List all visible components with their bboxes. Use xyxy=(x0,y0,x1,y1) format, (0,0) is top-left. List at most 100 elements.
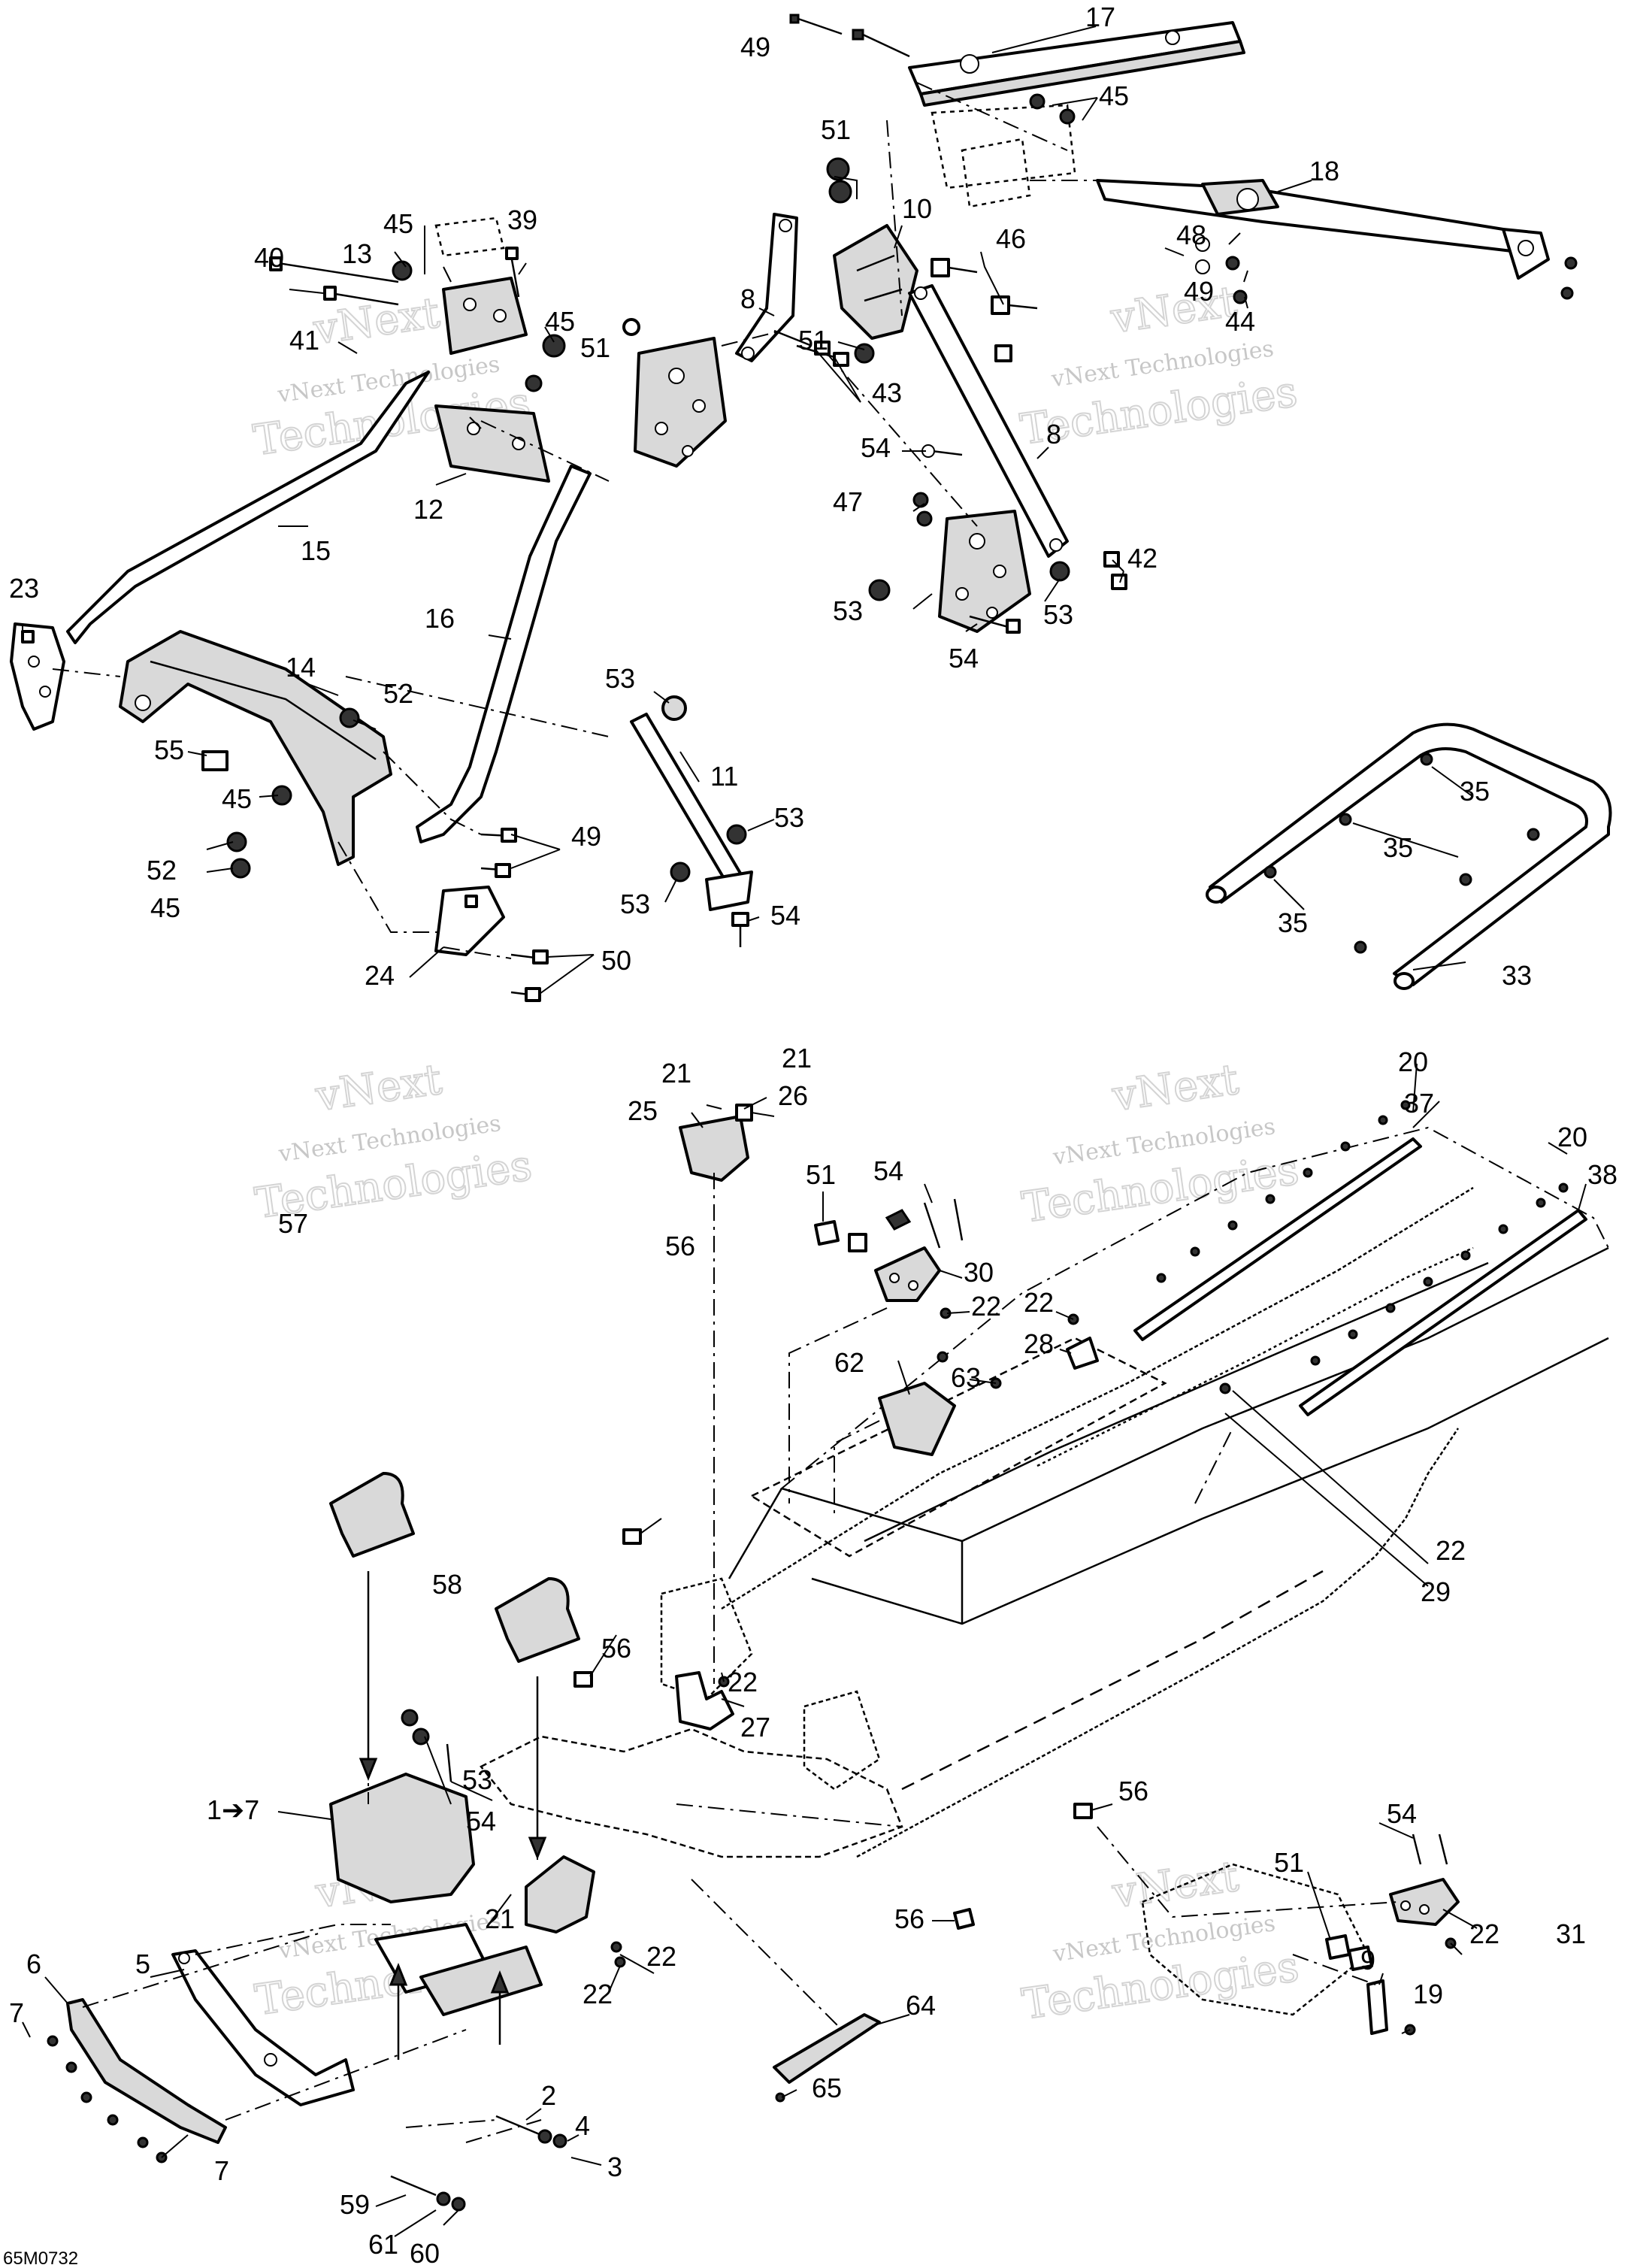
plate-13 xyxy=(434,217,528,355)
callout-20: 20 xyxy=(1557,1122,1587,1152)
watermark-bottom-right: vNext vNext Technologies Technologies xyxy=(1018,1852,1303,2030)
bracket-10 xyxy=(833,224,918,340)
callout-10: 10 xyxy=(902,193,932,224)
callout-29: 29 xyxy=(1421,1576,1451,1607)
plate-12 xyxy=(434,404,550,483)
callout-31: 31 xyxy=(1556,1918,1586,1949)
callout-44: 44 xyxy=(1225,306,1255,337)
callout-51: 51 xyxy=(806,1159,836,1190)
callout-28: 28 xyxy=(1024,1328,1054,1359)
callout-53: 53 xyxy=(462,1764,492,1795)
callout-4: 4 xyxy=(575,2110,590,2141)
handle-33 xyxy=(1206,722,1612,990)
callout-56: 56 xyxy=(1118,1776,1148,1806)
callout-45: 45 xyxy=(1099,80,1129,111)
rod-11 xyxy=(630,695,753,947)
lower-bar-18 xyxy=(1096,179,1550,280)
callout-15: 15 xyxy=(301,535,331,566)
callout-35: 35 xyxy=(1278,907,1308,938)
watermark-mid-right: vNext vNext Technologies Technologies xyxy=(1018,1055,1303,1234)
callout-54: 54 xyxy=(466,1806,496,1837)
callout-7: 7 xyxy=(9,1997,24,2028)
callout-30: 30 xyxy=(964,1257,994,1288)
callout-45: 45 xyxy=(222,783,252,814)
diagram-code: 65M0732 xyxy=(3,2248,78,2268)
callout-labels: 17 49 45 51 18 10 46 8 51 43 51 8 54 47 … xyxy=(3,2,1617,2268)
leader-lines xyxy=(22,26,1587,2237)
callout-22: 22 xyxy=(971,1291,1001,1322)
block-58 xyxy=(495,1577,580,1663)
bracket-30 xyxy=(874,1246,941,1302)
watermark-vnext: vNext xyxy=(1109,1055,1242,1122)
fasteners-lower xyxy=(47,1198,1457,2212)
frame-16 xyxy=(416,465,592,843)
watermark-vnext: vNext xyxy=(1107,277,1240,344)
callout-22: 22 xyxy=(1436,1535,1466,1566)
front-suspension-area xyxy=(480,1577,903,1858)
callout-53: 53 xyxy=(1043,599,1073,630)
bracket-under-17 xyxy=(931,104,1076,208)
callout-7: 7 xyxy=(214,2155,229,2186)
callout-23: 23 xyxy=(9,573,39,604)
watermark-vnext: vNext xyxy=(312,1055,445,1122)
rail-37 xyxy=(1133,1137,1422,1341)
arm-6 xyxy=(66,1998,227,2144)
callout-60: 60 xyxy=(410,2238,440,2268)
callout-51: 51 xyxy=(1274,1847,1304,1878)
upper-bar-17 xyxy=(908,21,1245,107)
plate-9 xyxy=(1366,1979,1388,2035)
skid-64 xyxy=(773,2013,881,2084)
arm-5 xyxy=(171,1949,355,2106)
arm-8-right xyxy=(908,284,1069,558)
callout-53: 53 xyxy=(774,802,804,833)
callout-54: 54 xyxy=(861,432,891,463)
callout-2: 2 xyxy=(541,2080,556,2111)
callout-64: 64 xyxy=(906,1990,936,2021)
bracket-24 xyxy=(434,886,505,956)
callout-5: 5 xyxy=(135,1949,150,1979)
callout-6: 6 xyxy=(26,1949,41,1979)
bracket-31 xyxy=(1389,1878,1460,1926)
callout-56: 56 xyxy=(601,1633,631,1664)
callout-33: 33 xyxy=(1502,960,1532,991)
callout-63: 63 xyxy=(951,1362,981,1393)
callout-22: 22 xyxy=(1024,1287,1054,1318)
callout-53: 53 xyxy=(605,663,635,694)
callout-58: 58 xyxy=(432,1569,462,1600)
callout-21: 21 xyxy=(485,1903,515,1934)
callout-45: 45 xyxy=(545,306,575,337)
arm-8-left xyxy=(735,213,798,362)
callout-38: 38 xyxy=(1587,1159,1617,1190)
callout-27: 27 xyxy=(740,1712,770,1743)
callout-52: 52 xyxy=(147,855,177,886)
callout-54: 54 xyxy=(949,643,979,674)
callout-22: 22 xyxy=(1469,1918,1499,1949)
frame-15 xyxy=(66,371,430,644)
callout-57: 57 xyxy=(278,1208,308,1239)
main-chassis xyxy=(728,1126,1610,1625)
callout-59: 59 xyxy=(340,2189,370,2220)
pivot-housing-upper xyxy=(634,337,727,468)
callout-13: 13 xyxy=(342,238,372,269)
callout-8: 8 xyxy=(1046,419,1061,450)
callout-48: 48 xyxy=(1176,220,1206,250)
callout-1-7: 1➔7 xyxy=(207,1794,259,1825)
bracket-14 xyxy=(119,630,392,866)
callout-22: 22 xyxy=(646,1941,676,1972)
callout-49: 49 xyxy=(740,32,770,62)
callout-11: 11 xyxy=(710,761,738,792)
callout-35: 35 xyxy=(1460,776,1490,807)
callout-62: 62 xyxy=(834,1347,864,1378)
callout-16: 16 xyxy=(425,603,455,634)
callout-26: 26 xyxy=(778,1080,808,1111)
callout-55: 55 xyxy=(154,734,184,765)
callout-56: 56 xyxy=(894,1903,924,1934)
callout-45: 45 xyxy=(150,892,180,923)
callout-50: 50 xyxy=(601,945,631,976)
pivot-housing-lower xyxy=(938,510,1031,633)
front-assembly-1-7 xyxy=(329,1773,595,2016)
callout-21: 21 xyxy=(661,1058,691,1089)
rear-bumper-area xyxy=(1141,1863,1369,2016)
callout-9: 9 xyxy=(1360,1945,1375,1976)
